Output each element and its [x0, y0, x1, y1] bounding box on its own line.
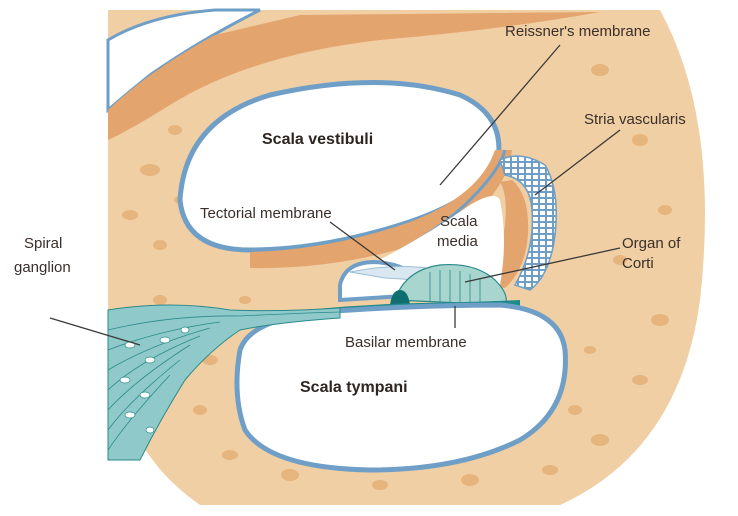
label-scala-media-1: Scala [440, 213, 478, 230]
label-stria-vascularis: Stria vascularis [584, 111, 686, 128]
label-organ-of-corti-2: Corti [622, 255, 654, 272]
label-spiral-ganglion-1: Spiral [24, 235, 62, 252]
label-tectorial-membrane: Tectorial membrane [200, 205, 332, 222]
label-basilar-membrane: Basilar membrane [345, 334, 467, 351]
label-reissners-membrane: Reissner's membrane [505, 23, 650, 40]
label-organ-of-corti-1: Organ of [622, 235, 681, 252]
label-scala-media-2: media [437, 233, 479, 250]
label-spiral-ganglion-2: ganglion [14, 259, 71, 276]
label-scala-tympani: Scala tympani [300, 379, 408, 396]
label-scala-vestibuli: Scala vestibuli [262, 131, 373, 148]
